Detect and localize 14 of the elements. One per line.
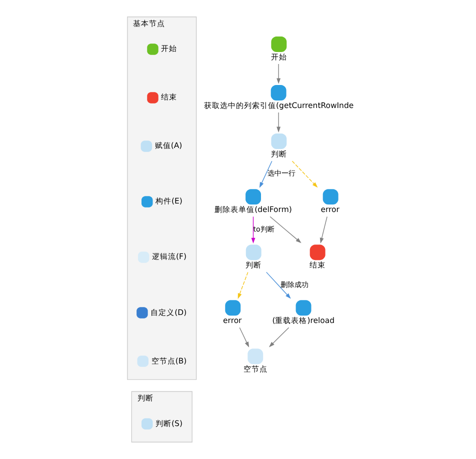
arrow	[319, 216, 327, 244]
arrow	[276, 112, 280, 132]
arrow	[237, 272, 248, 299]
edge-label: to判断	[252, 224, 274, 234]
edge-label: 选中一行	[266, 168, 295, 178]
arrow	[268, 327, 289, 348]
edge-label: 删除成功	[280, 280, 308, 289]
arrow	[266, 272, 290, 299]
arrow	[276, 64, 280, 84]
arrow	[238, 327, 249, 348]
arrow	[269, 216, 301, 244]
arrow	[258, 160, 272, 188]
arrow	[291, 160, 318, 188]
arrow	[250, 216, 255, 244]
